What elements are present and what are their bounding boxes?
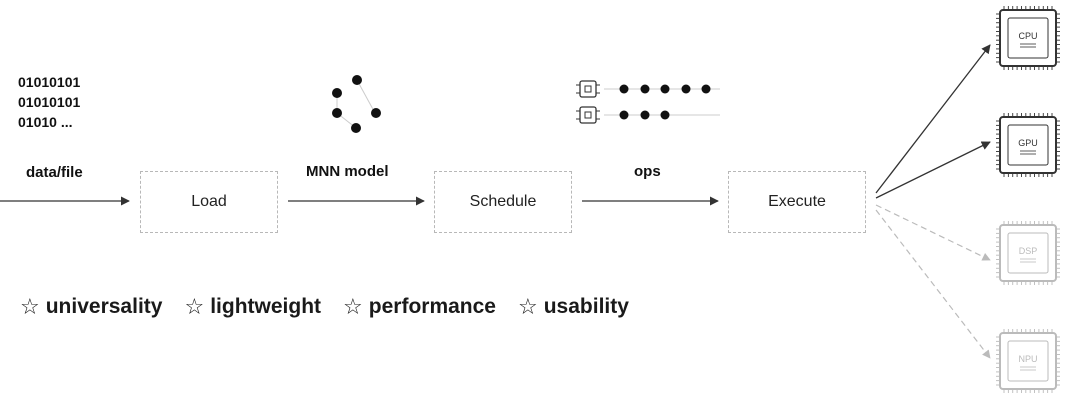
value-label: performance xyxy=(368,295,496,318)
binary-data-text: 01010101 01010101 01010 ... xyxy=(18,72,80,132)
execute-label: Execute xyxy=(768,193,826,210)
value-label: lightweight xyxy=(210,295,322,318)
schedule-label: Schedule xyxy=(469,193,537,210)
cpu-chip-icon: CPU xyxy=(996,6,1060,70)
device-label: CPU xyxy=(1018,31,1037,41)
value-label: universality xyxy=(45,295,163,318)
arrow-execute-to-dsp xyxy=(875,204,991,261)
load-box: Load xyxy=(140,171,278,233)
star-outline-icon: ☆ xyxy=(20,294,40,319)
gpu-chip-icon: GPU xyxy=(996,113,1060,177)
star-outline-icon: ☆ xyxy=(517,294,538,319)
binary-line: 01010101 xyxy=(18,74,81,90)
value-item: ☆ usability xyxy=(518,294,629,320)
device-label: GPU xyxy=(1018,138,1038,148)
schedule-box: Schedule xyxy=(434,171,572,233)
ops-icon xyxy=(576,80,720,124)
binary-line: 01010 ... xyxy=(18,114,73,130)
arrow-execute-to-cpu xyxy=(875,44,991,194)
arrow-execute-to-npu xyxy=(875,209,991,359)
model-caption: MNN model xyxy=(306,163,389,180)
value-item: ☆ performance xyxy=(343,294,496,320)
load-label: Load xyxy=(191,193,227,210)
model-graph-icon xyxy=(332,75,381,133)
device-label: NPU xyxy=(1018,354,1037,364)
value-item: ☆ lightweight xyxy=(184,294,321,320)
star-outline-icon: ☆ xyxy=(343,294,363,319)
design-values: ☆ universality ☆ lightweight ☆ performan… xyxy=(20,294,629,320)
binary-line: 01010101 xyxy=(18,94,81,110)
value-item: ☆ universality xyxy=(20,294,162,320)
arrow-execute-to-gpu xyxy=(875,141,991,199)
value-label: usability xyxy=(543,295,629,318)
npu-chip-icon: NPU xyxy=(996,329,1060,393)
star-outline-icon: ☆ xyxy=(184,294,205,319)
device-label: DSP xyxy=(1019,246,1038,256)
input-label: data/file xyxy=(26,164,83,181)
ops-caption: ops xyxy=(634,163,661,180)
dsp-chip-icon: DSP xyxy=(996,221,1060,285)
execute-box: Execute xyxy=(728,171,866,233)
